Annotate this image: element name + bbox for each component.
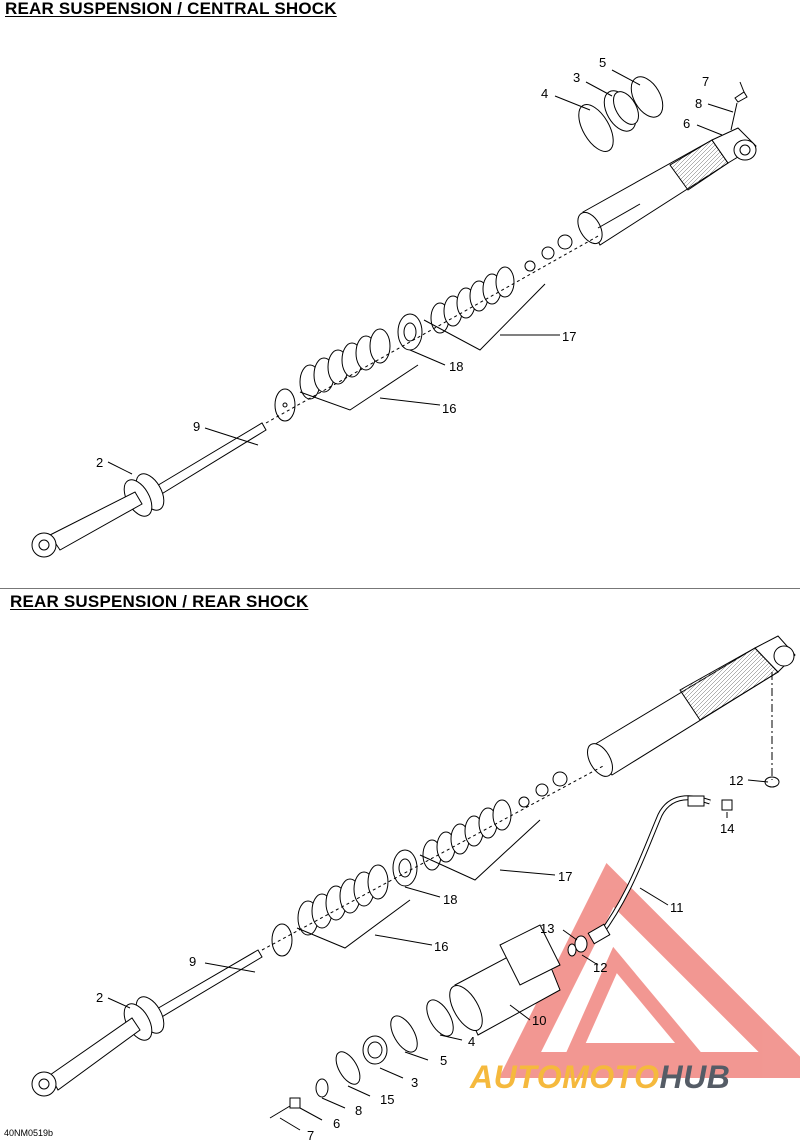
rear-leader-lines [107,779,769,1131]
section-divider [0,588,800,589]
callout: 5 [440,1053,447,1068]
callout: 17 [562,329,576,344]
rear-reservoir-diaphragm [390,1015,418,1053]
rear-spring-washer [271,923,293,957]
central-lower-eyelet [31,491,143,558]
rear-valve [269,1097,301,1119]
callout: 2 [96,990,103,1005]
rear-callouts: 12 14 17 18 11 13 12 16 9 2 10 4 5 3 15 … [96,773,743,1143]
callout: 16 [434,939,448,954]
callout: 4 [468,1034,475,1049]
callout: 4 [541,86,548,101]
rear-shock-assembly [31,635,796,1119]
callout: 6 [333,1116,340,1131]
rear-reservoir-cap [362,1035,388,1065]
central-shock-body [577,127,757,246]
rear-shock-body [587,635,796,777]
rear-cap-o-ring [335,1051,361,1085]
callout: 3 [573,70,580,85]
central-o-ring [578,104,614,152]
rear-shock-title: REAR SUSPENSION / REAR SHOCK [10,592,309,611]
rear-hose-nut [721,799,733,811]
central-leader-lines [107,69,745,475]
central-shock-assembly [31,76,757,558]
callout: 7 [307,1128,314,1143]
callout: 15 [380,1092,394,1107]
callout: 16 [442,401,456,416]
rear-fitting-washer [567,935,588,957]
central-spring-washer [274,388,296,422]
callout: 5 [599,55,606,70]
rear-main-spring [297,864,389,936]
central-diaphragm [630,76,664,118]
callout: 11 [670,900,684,915]
callout: 17 [558,869,572,884]
callout: 10 [532,1013,546,1028]
callout: 9 [193,419,200,434]
central-shock-title: REAR SUSPENSION / CENTRAL SHOCK [5,0,337,18]
rear-reservoir-o-ring [426,999,454,1037]
rear-lower-eyelet [31,1017,141,1097]
watermark-text: AUTOMOTOHUB [470,1059,730,1096]
callout: 9 [189,954,196,969]
watermark-logo [498,863,800,1078]
rear-shaft [154,949,263,1019]
central-valve-screw [730,91,748,131]
central-nut-washers [524,234,573,272]
callout: 12 [593,960,607,975]
callout: 12 [729,773,743,788]
watermark-part2: HUB [659,1059,731,1095]
figure-reference: 40NM0519b [4,1128,54,1138]
central-reservoir-cap [603,90,639,132]
callout: 13 [540,921,554,936]
rear-nut-washers [518,771,568,808]
rear-hose [587,795,711,945]
callout: 6 [683,116,690,131]
callout: 18 [449,359,463,374]
callout: 18 [443,892,457,907]
callout: 3 [411,1075,418,1090]
callout: 14 [720,821,734,836]
central-upper-spring [430,266,515,334]
rear-bladder [315,1078,329,1098]
callout: 2 [96,455,103,470]
callout: 8 [695,96,702,111]
central-callouts: 5 3 4 7 8 6 17 18 16 9 2 [96,55,709,470]
rear-spring-seat [392,849,418,887]
rear-reservoir [449,924,561,1036]
callout: 8 [355,1103,362,1118]
callout: 7 [702,74,709,89]
central-main-spring [299,328,391,400]
watermark-part1: AUTOMOTO [470,1059,660,1095]
central-shaft [149,422,267,499]
central-spring-seat [397,313,423,351]
